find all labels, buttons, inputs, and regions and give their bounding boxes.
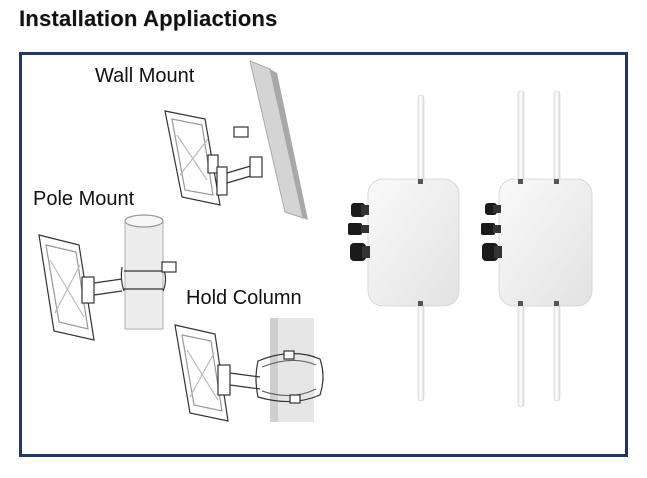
hold-column-label: Hold Column [186, 287, 302, 309]
wall-mount-label: Wall Mount [95, 65, 195, 87]
pole-mount-drawing-icon [38, 214, 177, 341]
installation-frame: Wall Mount Pole Mount Hold Column [19, 52, 628, 457]
hold-column-drawing-icon [174, 318, 324, 422]
wall-mount-drawing-icon [164, 60, 308, 220]
pole-mount-label: Pole Mount [33, 188, 135, 210]
outdoor-ap-device-icon [348, 90, 593, 408]
page-title: Installation Appliactions [19, 6, 278, 31]
